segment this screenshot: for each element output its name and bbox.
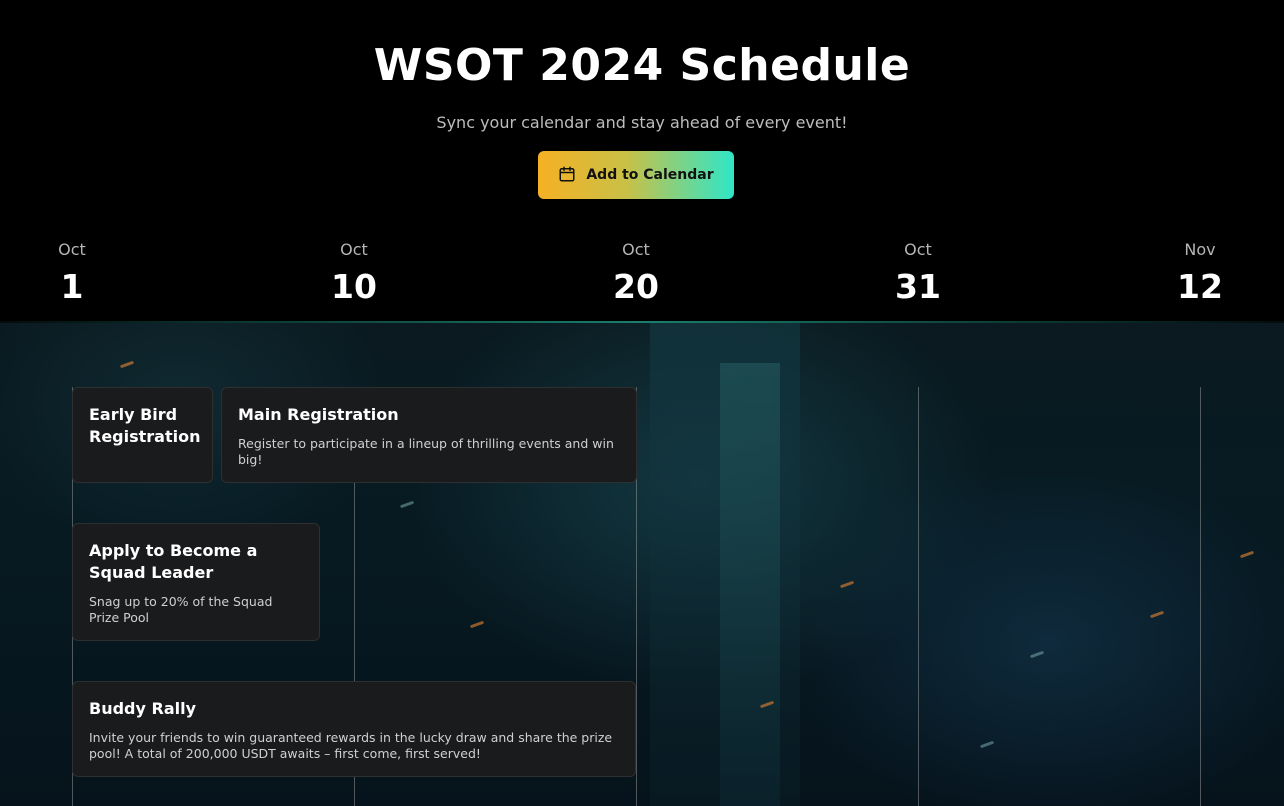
event-card-early-bird[interactable]: Early Bird Registration	[72, 387, 213, 483]
timeline-gridline	[1200, 387, 1201, 806]
event-card-main-registration[interactable]: Main Registration Register to participat…	[221, 387, 637, 483]
event-card-buddy-rally[interactable]: Buddy Rally Invite your friends to win g…	[72, 681, 636, 777]
timeline-gridline	[636, 387, 637, 806]
add-to-calendar-button[interactable]: Add to Calendar	[538, 151, 734, 199]
event-title: Apply to Become a Squad Leader	[89, 541, 258, 582]
event-title: Early Bird Registration	[89, 405, 201, 446]
background-fish	[979, 740, 995, 749]
timeline-day: 20	[613, 267, 659, 306]
timeline-day: 10	[331, 267, 377, 306]
background-fish	[1239, 550, 1255, 559]
timeline-month: Oct	[622, 240, 650, 259]
timeline-date: Oct 1	[27, 240, 117, 306]
background-fish	[399, 500, 415, 509]
event-card-squad-leader[interactable]: Apply to Become a Squad Leader Snag up t…	[72, 523, 320, 641]
timeline-gridline	[354, 387, 355, 806]
timeline-date: Oct 10	[309, 240, 399, 306]
timeline-axis	[0, 321, 1284, 323]
timeline-day: 12	[1177, 267, 1223, 306]
page-title: WSOT 2024 Schedule	[373, 40, 911, 91]
timeline-date: Oct 31	[873, 240, 963, 306]
background-tower-highlight	[720, 363, 780, 806]
background-fish	[469, 620, 485, 629]
background-fish	[1149, 610, 1165, 619]
background-fish	[119, 360, 135, 369]
event-description: Snag up to 20% of the Squad Prize Pool	[89, 594, 273, 625]
timeline-date: Oct 20	[591, 240, 681, 306]
schedule-header: WSOT 2024 Schedule Sync your calendar an…	[0, 0, 1284, 322]
background-fish	[839, 580, 855, 589]
timeline-month: Oct	[340, 240, 368, 259]
timeline-month: Oct	[904, 240, 932, 259]
calendar-icon	[558, 165, 576, 186]
event-title: Main Registration	[238, 405, 399, 424]
event-description: Invite your friends to win guaranteed re…	[89, 730, 613, 761]
timeline-day: 1	[60, 267, 84, 306]
timeline-gridline	[918, 387, 919, 806]
timeline-month: Nov	[1184, 240, 1216, 259]
timeline-date: Nov 12	[1155, 240, 1245, 306]
timeline-day: 31	[895, 267, 941, 306]
timeline-month: Oct	[58, 240, 86, 259]
add-to-calendar-label: Add to Calendar	[586, 167, 714, 183]
event-title: Buddy Rally	[89, 699, 197, 718]
page-subtitle: Sync your calendar and stay ahead of eve…	[436, 113, 848, 132]
background-fish	[1029, 650, 1045, 659]
event-description: Register to participate in a lineup of t…	[238, 436, 614, 467]
